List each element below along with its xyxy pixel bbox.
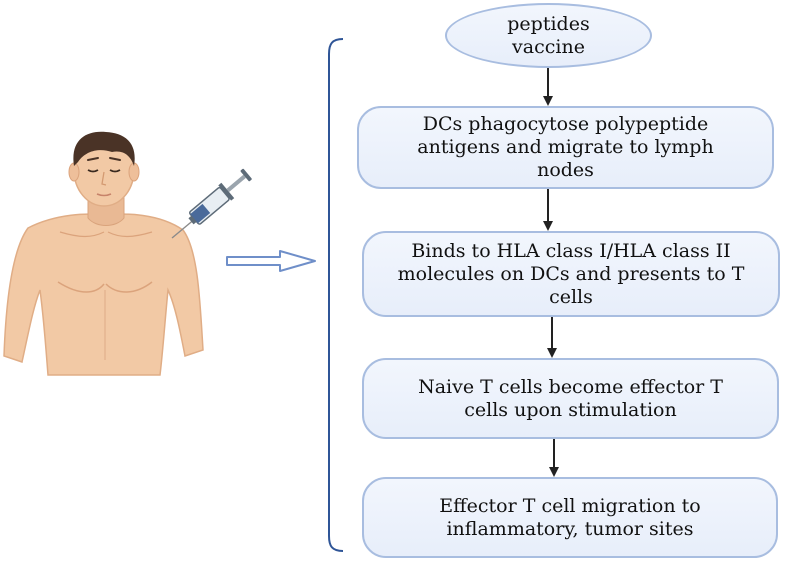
step-t-cell-migration: Effector T cell migration to inflammator… — [362, 477, 778, 558]
step-2-line-1: Binds to HLA class I/HLA class II — [411, 239, 731, 262]
start-node-line-2: vaccine — [512, 35, 585, 58]
start-node-line-1: peptides — [507, 12, 590, 35]
step-2-line-2: molecules on DCs and presents to T — [397, 262, 745, 285]
step-3-line-1: Naive T cells become effector T — [418, 375, 723, 398]
syringe-icon — [171, 168, 252, 239]
step-4-line-1: Effector T cell migration to — [439, 494, 701, 517]
step-1-line-1: DCs phagocytose polypeptide — [422, 113, 709, 135]
step-4-line-2: inflammatory, tumor sites — [446, 517, 694, 540]
step-3-line-2: cells upon stimulation — [464, 398, 677, 421]
step-hla-binding: Binds to HLA class I/HLA class II molecu… — [362, 231, 780, 317]
left-curly-bracket-icon — [328, 38, 344, 552]
step-t-cell-activation: Naive T cells become effector T cells up… — [362, 358, 779, 439]
step-1-line-2: antigens and migrate to lymph — [417, 136, 714, 158]
person-receiving-injection-icon — [3, 131, 204, 376]
start-node-peptides-vaccine: peptides vaccine — [445, 3, 652, 68]
step-1-line-3: nodes — [537, 159, 594, 181]
step-dc-phagocytosis: DCs phagocytose polypeptide antigens and… — [357, 106, 774, 189]
hollow-right-arrow-icon — [226, 250, 316, 272]
step-2-line-3: cells — [549, 285, 593, 308]
